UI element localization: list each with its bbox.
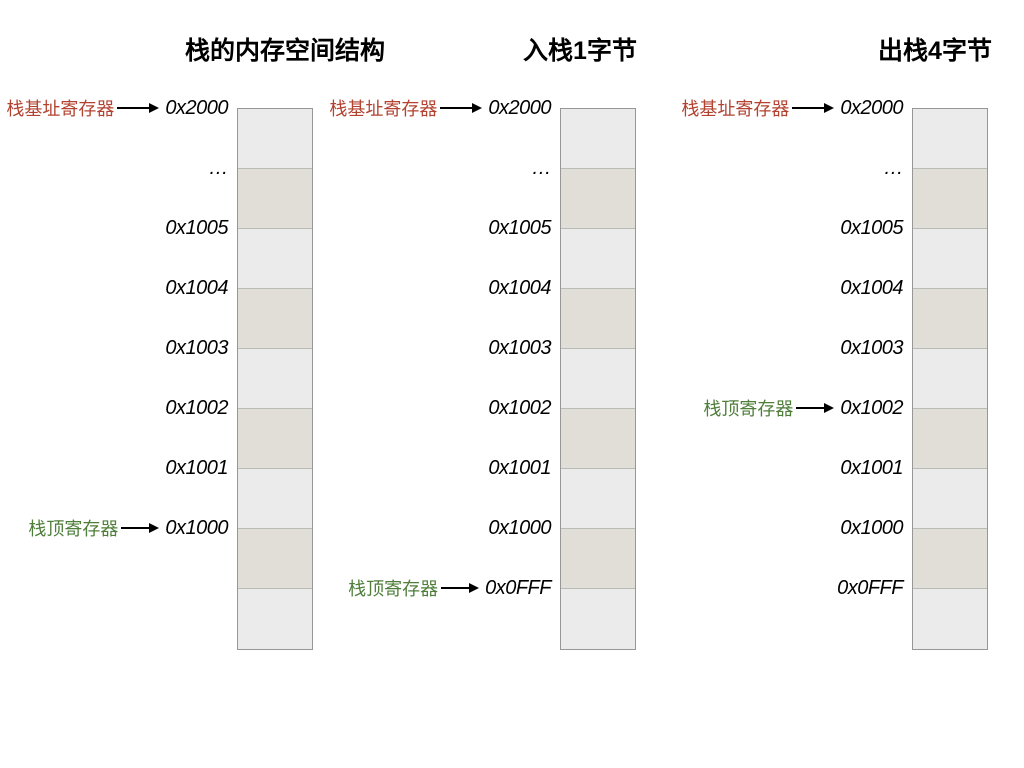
memory-cell bbox=[913, 229, 987, 289]
memory-cell bbox=[561, 289, 635, 349]
address-label: 0x1003 bbox=[488, 336, 551, 359]
base-pointer-label: 栈基址寄存器 bbox=[681, 99, 790, 119]
address-row: 0x1003 bbox=[0, 337, 228, 359]
address-label: 0x1003 bbox=[165, 336, 228, 359]
address-row: 0x1000 bbox=[680, 517, 903, 539]
address-label: 0x1002 bbox=[840, 396, 903, 419]
memory-cell bbox=[238, 169, 312, 229]
memory-cell bbox=[913, 529, 987, 589]
memory-cell bbox=[238, 469, 312, 529]
address-label: 0x1002 bbox=[165, 396, 228, 419]
address-label: … bbox=[208, 156, 229, 179]
top-pointer-label: 栈顶寄存器 bbox=[703, 399, 794, 419]
memory-cell bbox=[913, 349, 987, 409]
address-row: 栈基址寄存器 0x2000 bbox=[329, 96, 551, 120]
memory-cell bbox=[913, 589, 987, 649]
arrow-icon bbox=[796, 403, 835, 413]
arrow-icon bbox=[440, 103, 483, 113]
address-label: 0x1004 bbox=[840, 276, 903, 299]
diagram-title: 入栈1字节 bbox=[523, 37, 637, 65]
arrow-icon bbox=[121, 523, 160, 533]
address-row: … bbox=[680, 156, 904, 179]
memory-cell bbox=[561, 409, 635, 469]
address-row: 0x0FFF bbox=[680, 577, 903, 599]
address-row: 0x1002 bbox=[0, 397, 228, 419]
address-row: 0x1004 bbox=[680, 277, 903, 299]
memory-cell bbox=[238, 589, 312, 649]
top-pointer-label: 栈顶寄存器 bbox=[348, 579, 439, 599]
address-label: 0x2000 bbox=[840, 96, 903, 119]
address-label: 0x2000 bbox=[165, 96, 228, 119]
diagram-title: 出栈4字节 bbox=[878, 37, 992, 65]
address-label: 0x1004 bbox=[165, 276, 228, 299]
address-row: 0x1005 bbox=[0, 217, 228, 239]
memory-cell bbox=[238, 109, 312, 169]
address-label: … bbox=[883, 156, 904, 179]
address-row: 栈顶寄存器 0x1002 bbox=[680, 396, 903, 420]
address-row: 栈顶寄存器 0x1000 bbox=[0, 516, 228, 540]
memory-cell bbox=[913, 169, 987, 229]
address-row: 0x1003 bbox=[330, 337, 551, 359]
memory-cell bbox=[238, 349, 312, 409]
memory-cell bbox=[561, 589, 635, 649]
memory-cell bbox=[238, 289, 312, 349]
address-label: 0x1005 bbox=[165, 216, 228, 239]
top-pointer-label: 栈顶寄存器 bbox=[28, 519, 119, 539]
address-label: 0x0FFF bbox=[837, 576, 903, 599]
address-label: 0x1001 bbox=[840, 456, 903, 479]
address-label: 0x0FFF bbox=[485, 576, 551, 599]
address-row: … bbox=[0, 156, 229, 179]
memory-cell bbox=[561, 349, 635, 409]
base-pointer-label: 栈基址寄存器 bbox=[329, 99, 438, 119]
address-label: 0x1005 bbox=[488, 216, 551, 239]
diagram-title: 栈的内存空间结构 bbox=[184, 37, 386, 65]
address-row: 0x1004 bbox=[0, 277, 228, 299]
address-label: 0x1000 bbox=[488, 516, 551, 539]
memory-cell bbox=[238, 409, 312, 469]
arrow-icon bbox=[117, 103, 160, 113]
memory-cell bbox=[561, 529, 635, 589]
address-row: 0x1005 bbox=[330, 217, 551, 239]
address-label: 0x1003 bbox=[840, 336, 903, 359]
memory-cell bbox=[561, 469, 635, 529]
address-label: 0x1000 bbox=[165, 516, 228, 539]
memory-column bbox=[560, 108, 636, 650]
address-label: 0x1001 bbox=[165, 456, 228, 479]
address-row: 栈顶寄存器 0x0FFF bbox=[330, 576, 551, 600]
address-row: 0x1004 bbox=[330, 277, 551, 299]
arrow-icon bbox=[792, 103, 835, 113]
address-row: … bbox=[330, 156, 552, 179]
address-label: 0x1001 bbox=[488, 456, 551, 479]
base-pointer-label: 栈基址寄存器 bbox=[6, 99, 115, 119]
address-row: 0x1003 bbox=[680, 337, 903, 359]
address-label: … bbox=[531, 156, 552, 179]
memory-cell bbox=[238, 529, 312, 589]
address-row: 0x1001 bbox=[680, 457, 903, 479]
address-label: 0x2000 bbox=[488, 96, 551, 119]
address-row: 0x1001 bbox=[0, 457, 228, 479]
address-label: 0x1005 bbox=[840, 216, 903, 239]
address-row: 栈基址寄存器 0x2000 bbox=[680, 96, 903, 120]
arrow-icon bbox=[441, 583, 480, 593]
address-row: 0x1002 bbox=[330, 397, 551, 419]
address-label: 0x1004 bbox=[488, 276, 551, 299]
address-label: 0x1000 bbox=[840, 516, 903, 539]
address-row: 栈基址寄存器 0x2000 bbox=[0, 96, 228, 120]
address-row: 0x1005 bbox=[680, 217, 903, 239]
memory-cell bbox=[238, 229, 312, 289]
memory-cell bbox=[913, 109, 987, 169]
memory-cell bbox=[561, 169, 635, 229]
memory-cell bbox=[913, 409, 987, 469]
memory-cell bbox=[561, 109, 635, 169]
memory-column bbox=[237, 108, 313, 650]
address-row: 0x1000 bbox=[330, 517, 551, 539]
address-row: 0x1001 bbox=[330, 457, 551, 479]
memory-cell bbox=[561, 229, 635, 289]
memory-cell bbox=[913, 469, 987, 529]
memory-column bbox=[912, 108, 988, 650]
address-label: 0x1002 bbox=[488, 396, 551, 419]
memory-cell bbox=[913, 289, 987, 349]
